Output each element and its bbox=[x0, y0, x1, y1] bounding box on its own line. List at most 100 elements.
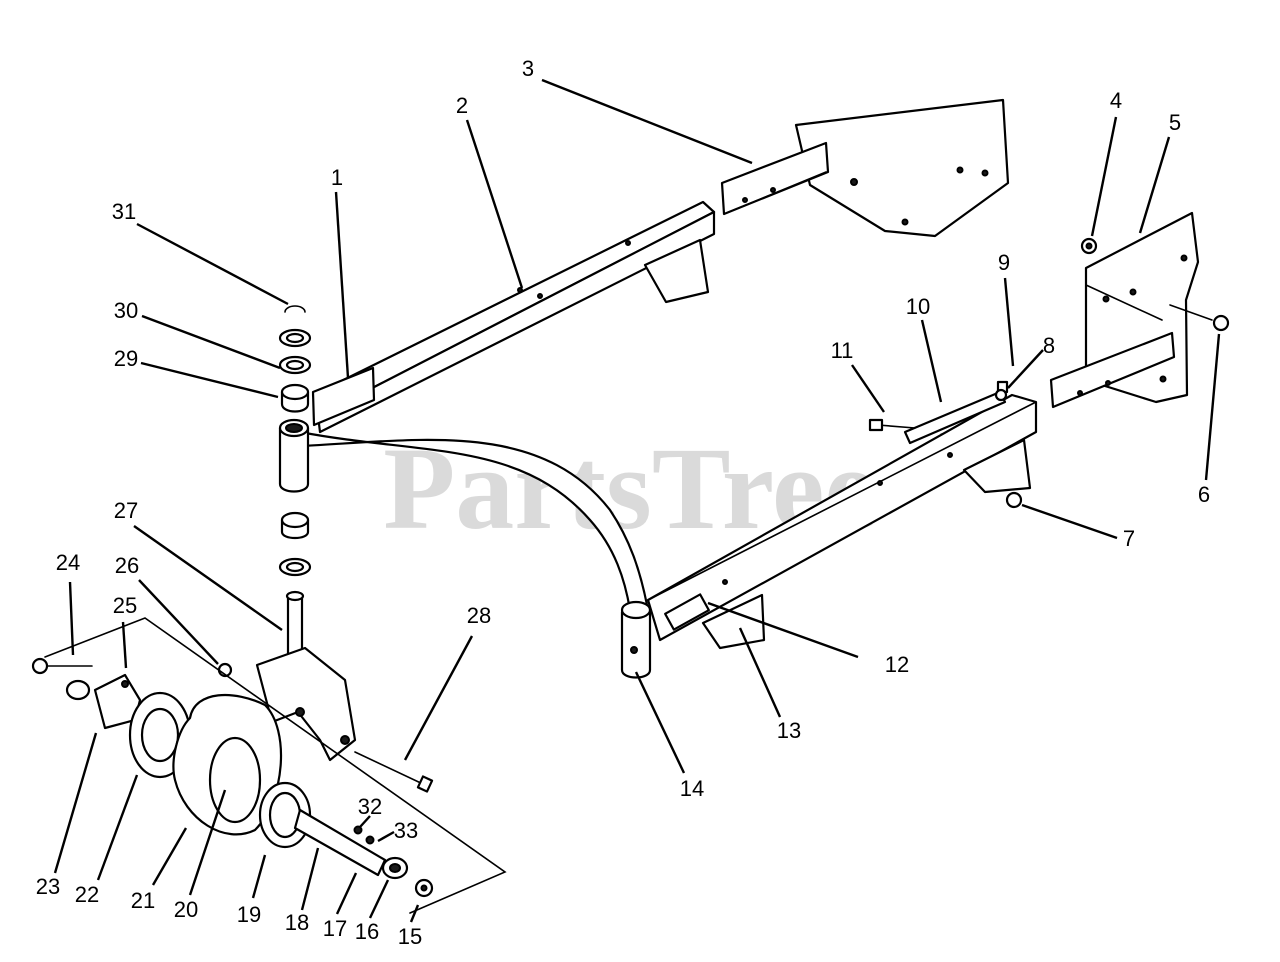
callout-29: 29 bbox=[114, 346, 138, 371]
callout-6: 6 bbox=[1198, 482, 1210, 507]
leader-25 bbox=[121, 621, 128, 669]
part-16-bearing bbox=[381, 856, 409, 880]
leader-5 bbox=[1138, 136, 1171, 234]
leader-13 bbox=[738, 627, 782, 718]
callout-32: 32 bbox=[358, 794, 382, 819]
leader-20 bbox=[188, 789, 227, 896]
leader-1 bbox=[334, 191, 350, 379]
part-29-bushing bbox=[278, 355, 312, 375]
part-13-hanger bbox=[701, 438, 1032, 650]
part-8-washer bbox=[994, 388, 1008, 402]
callout-26: 26 bbox=[115, 553, 139, 578]
lower-bearing bbox=[278, 557, 312, 577]
callout-24: 24 bbox=[56, 550, 80, 575]
part-29-flange-bushing bbox=[280, 383, 310, 413]
part-14-pivot-tube bbox=[620, 600, 652, 679]
callout-1: 1 bbox=[331, 165, 343, 190]
leader-18 bbox=[300, 847, 320, 911]
callout-8: 8 bbox=[1043, 333, 1055, 358]
callout-7: 7 bbox=[1123, 526, 1135, 551]
part-7-nut bbox=[1005, 491, 1023, 509]
leader-21 bbox=[151, 827, 188, 886]
callout-labels: 1 2 3 4 5 6 7 8 9 10 11 12 13 14 15 16 1… bbox=[36, 56, 1210, 949]
part-10-plate bbox=[903, 390, 1007, 445]
part-5-right-bracket bbox=[1049, 211, 1200, 409]
part-31-snap-ring bbox=[284, 305, 306, 313]
part-28-bolt bbox=[354, 751, 434, 793]
leader-33 bbox=[377, 830, 395, 843]
leader-12 bbox=[707, 601, 859, 659]
callout-12: 12 bbox=[885, 652, 909, 677]
leader-22 bbox=[96, 774, 139, 881]
leader-6 bbox=[1204, 333, 1221, 481]
leader-10 bbox=[920, 319, 943, 403]
callout-14: 14 bbox=[680, 776, 704, 801]
callout-4: 4 bbox=[1110, 88, 1122, 113]
leader-26 bbox=[138, 579, 219, 665]
callout-21: 21 bbox=[131, 888, 155, 913]
leader-lines bbox=[53, 78, 1221, 923]
leader-9 bbox=[1003, 277, 1015, 367]
leader-14 bbox=[634, 671, 686, 774]
callout-27: 27 bbox=[114, 498, 138, 523]
leader-31 bbox=[136, 222, 289, 306]
part-27-caster-fork bbox=[255, 590, 357, 762]
callout-16: 16 bbox=[355, 919, 379, 944]
leader-23 bbox=[53, 732, 98, 874]
part-11-bolt bbox=[868, 418, 916, 432]
leader-19 bbox=[251, 854, 267, 899]
part-30-bearing bbox=[278, 328, 312, 348]
leader-11 bbox=[851, 364, 885, 413]
part-15-washer bbox=[414, 878, 434, 898]
callout-19: 19 bbox=[237, 902, 261, 927]
leader-15 bbox=[409, 904, 420, 923]
callout-11: 11 bbox=[831, 338, 854, 363]
callout-2: 2 bbox=[456, 93, 468, 118]
leader-28 bbox=[403, 635, 474, 761]
callout-3: 3 bbox=[522, 56, 534, 81]
callout-10: 10 bbox=[906, 294, 930, 319]
leader-30 bbox=[141, 314, 281, 370]
callout-17: 17 bbox=[323, 916, 347, 941]
leader-8 bbox=[1007, 349, 1044, 389]
callout-13: 13 bbox=[777, 718, 801, 743]
callout-30: 30 bbox=[114, 298, 138, 323]
callout-33: 33 bbox=[394, 818, 418, 843]
callout-5: 5 bbox=[1169, 110, 1181, 135]
part-4-nut bbox=[1080, 237, 1098, 255]
leader-2 bbox=[465, 119, 524, 289]
part-20-tire bbox=[172, 693, 283, 836]
callout-25: 25 bbox=[113, 593, 137, 618]
kingpin-housing bbox=[278, 418, 310, 493]
leader-32 bbox=[359, 815, 371, 828]
part-3-left-bracket bbox=[720, 98, 1010, 238]
callout-20: 20 bbox=[174, 897, 198, 922]
lower-bushing bbox=[280, 511, 310, 540]
part-17-spacer bbox=[293, 808, 387, 877]
part-22-hub bbox=[65, 673, 142, 730]
part-1-plate bbox=[311, 366, 376, 427]
leader-3 bbox=[541, 78, 753, 165]
part-2-frame-rail bbox=[311, 200, 716, 434]
part-6-bolt bbox=[1169, 304, 1230, 332]
leader-16 bbox=[368, 879, 390, 919]
leader-29 bbox=[140, 361, 279, 399]
wheel-assembly-box bbox=[44, 617, 507, 914]
part-19-rim bbox=[258, 781, 312, 849]
part-24-bolt bbox=[31, 657, 93, 675]
leader-7 bbox=[1021, 503, 1118, 540]
leader-24 bbox=[68, 581, 75, 656]
part-32-33-fittings bbox=[353, 825, 375, 845]
callout-18: 18 bbox=[285, 910, 309, 935]
callout-22: 22 bbox=[75, 882, 99, 907]
rear-cross-member bbox=[646, 393, 1038, 642]
callout-28: 28 bbox=[467, 603, 491, 628]
leader-4 bbox=[1090, 116, 1118, 237]
leader-27 bbox=[133, 525, 283, 631]
callout-9: 9 bbox=[998, 250, 1010, 275]
callout-15: 15 bbox=[398, 924, 422, 949]
leader-17 bbox=[335, 872, 358, 915]
callout-23: 23 bbox=[36, 874, 60, 899]
